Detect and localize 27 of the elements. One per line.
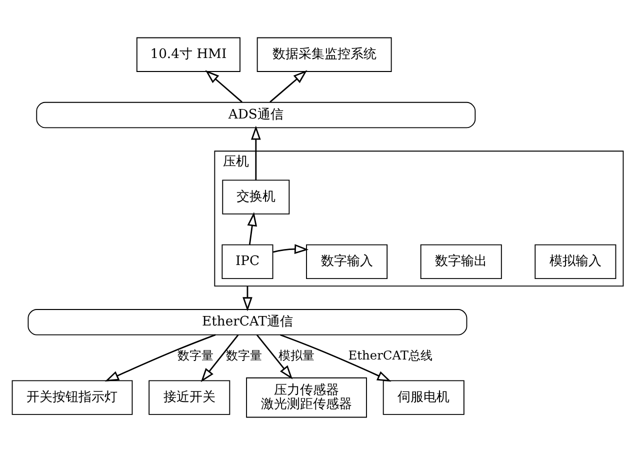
node-box: 压力传感器 激光测距传感器 (246, 377, 367, 418)
edge-label: 模拟量 (278, 348, 315, 363)
node-box: 伺服电机 (382, 380, 464, 415)
arrow (205, 70, 242, 103)
node-box: 交换机 (222, 180, 290, 214)
arrow (104, 334, 216, 382)
arrow (242, 286, 252, 312)
node-box: 数据采集监控系统 (256, 37, 392, 72)
node-box: 数字输出 (420, 244, 502, 280)
node-box: 开关按钮指示灯 (12, 380, 133, 415)
node-box: EtherCAT通信 (28, 309, 468, 336)
edge-label: 数字量 (226, 348, 262, 363)
node-box: 10.4寸 HMI (136, 37, 240, 72)
node-box: IPC (222, 244, 274, 280)
arrow (280, 334, 392, 382)
arrow (200, 334, 239, 382)
arrow (256, 334, 293, 380)
node-box: 接近开关 (148, 380, 230, 415)
node-box: 模拟输入 (534, 244, 616, 280)
arrow (250, 126, 261, 180)
node-box: 数字输入 (306, 244, 388, 280)
arrow (272, 244, 309, 254)
edge-label: 数字量 (177, 348, 214, 363)
arrow (247, 212, 258, 245)
edge-label: EtherCAT总线 (348, 348, 432, 363)
node-box: ADS通信 (36, 102, 476, 128)
arrow (270, 70, 308, 103)
